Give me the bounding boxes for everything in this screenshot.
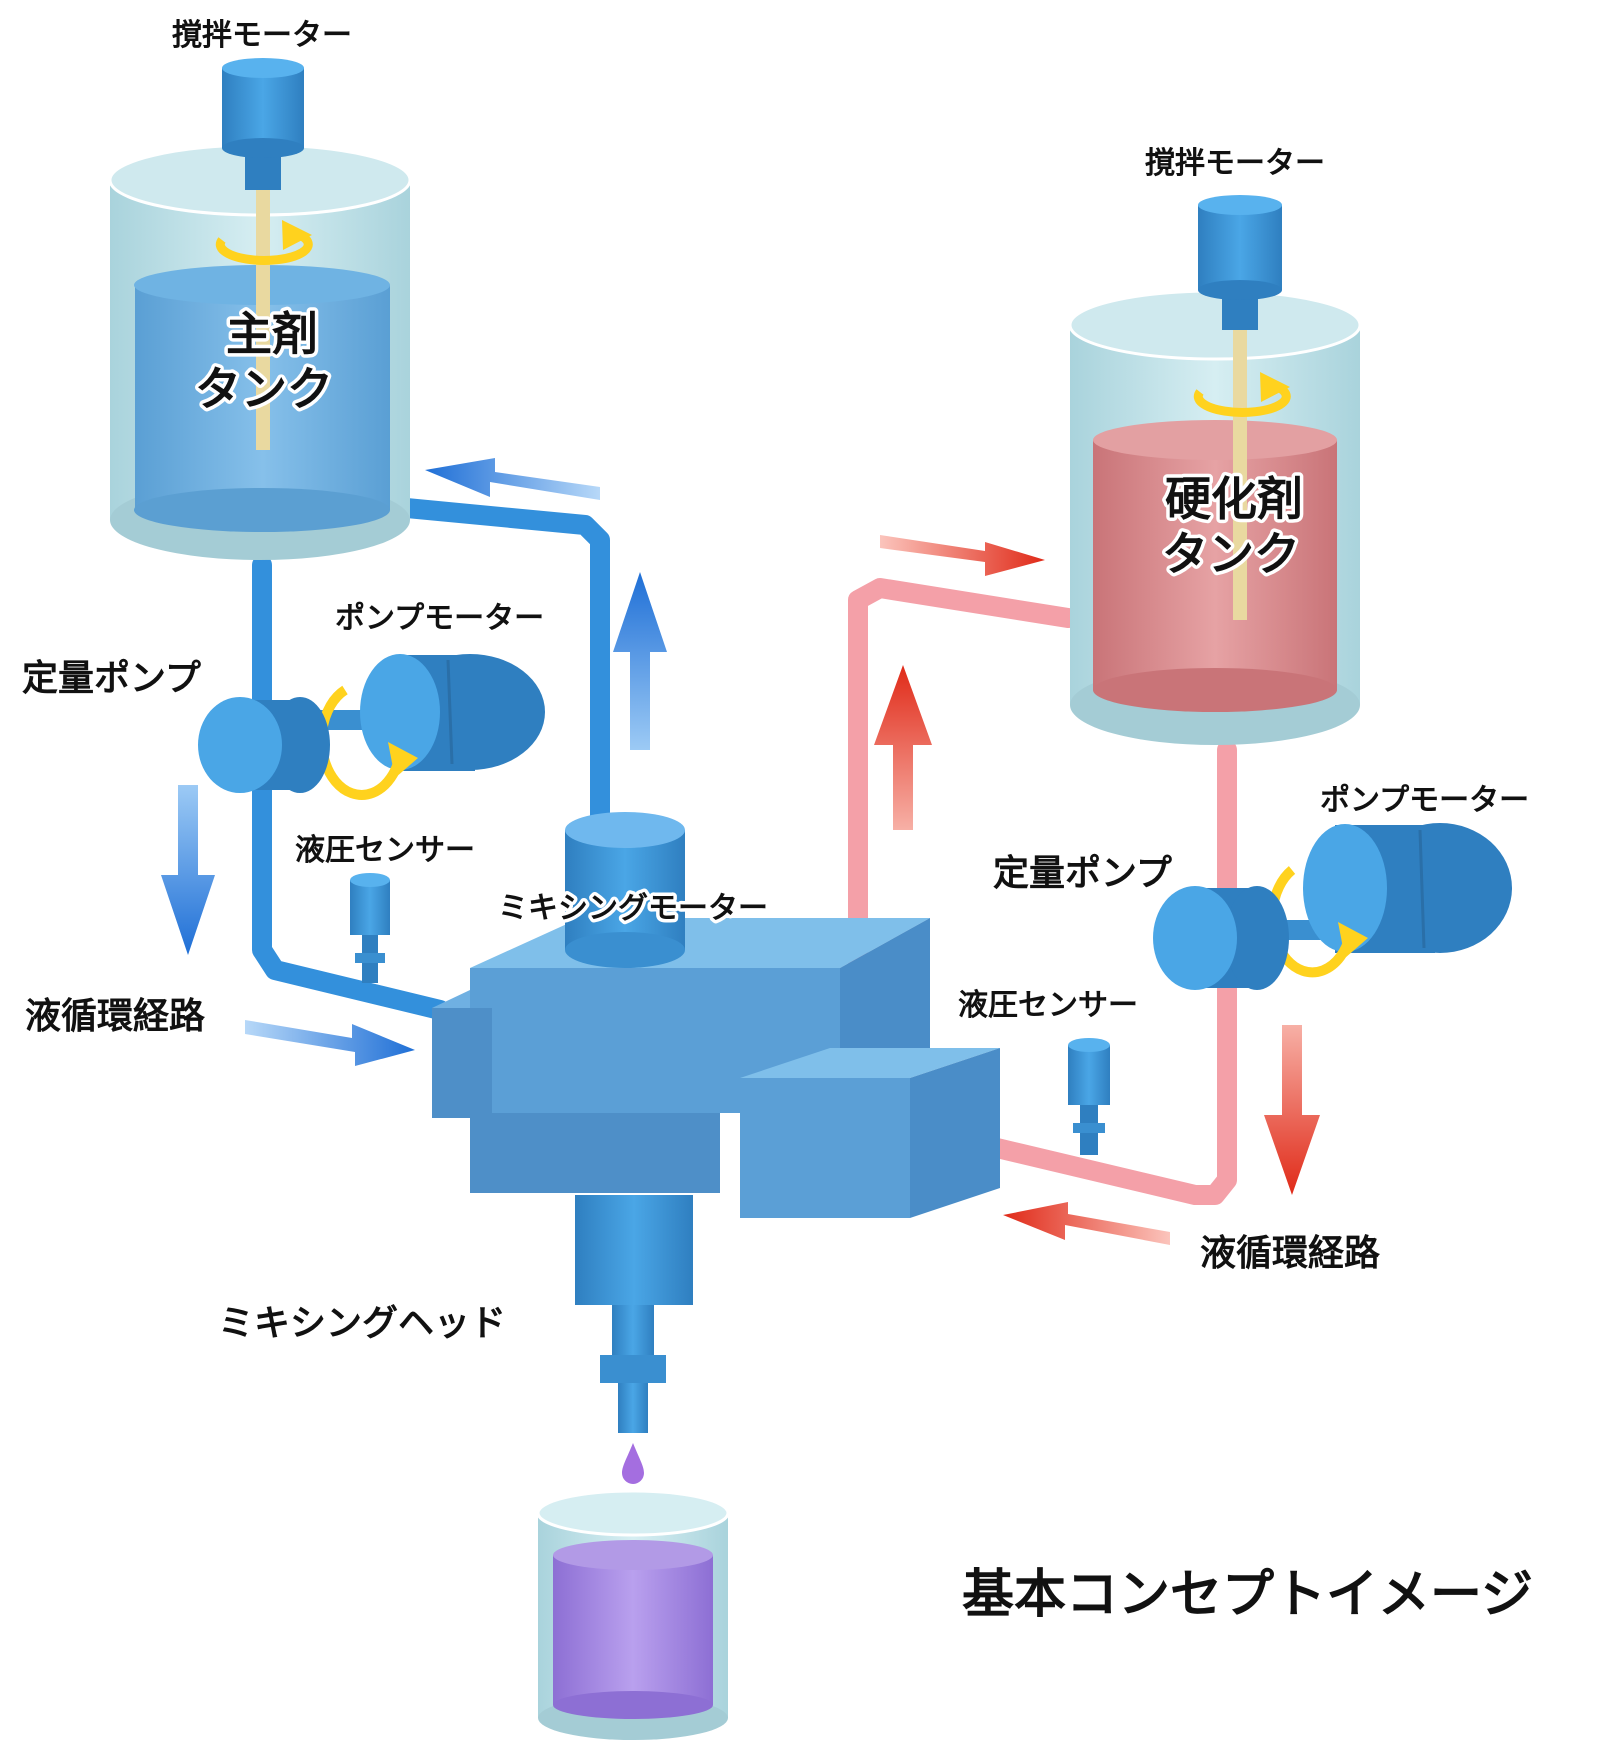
flow-arrow-up-icon	[874, 665, 932, 830]
pump-motor-right	[1250, 823, 1512, 953]
rotation-arrow-icon	[1193, 379, 1291, 417]
flow-arrow-right-icon	[245, 1020, 415, 1066]
hardener-stir-shaft	[1233, 290, 1247, 620]
label-hardener-tank-line2: タンク	[1162, 527, 1300, 581]
pump-rotation-arrow-icon	[316, 685, 405, 800]
label-main-tank-line1: 主剤	[226, 307, 318, 361]
label-pump-motor-right: ポンプモーター	[1320, 783, 1529, 818]
label-stir-motor-left: 撹拌モーター	[172, 18, 352, 53]
flow-arrow-down-icon	[161, 785, 215, 955]
label-hardener-tank-line1: 硬化剤	[1165, 472, 1303, 526]
label-mixing-head: ミキシングヘッド	[218, 1303, 506, 1344]
flow-arrow-down-icon	[1264, 1025, 1320, 1195]
flow-arrows-blue	[161, 458, 667, 1066]
concept-title: 基本コンセプトイメージ	[962, 1565, 1533, 1625]
mixing-block	[432, 918, 1000, 1218]
metering-pump-right	[1153, 886, 1289, 990]
hardener-tank-fluid	[1093, 440, 1337, 690]
label-mixing-motor: ミキシングモーター	[498, 891, 768, 926]
label-pump-motor-left: ポンプモーター	[335, 601, 544, 636]
flow-arrows-red	[874, 535, 1320, 1245]
label-main-tank-line2: タンク	[195, 362, 333, 416]
mixed-droplet-icon	[622, 1443, 644, 1484]
flow-arrow-right-icon	[880, 535, 1045, 576]
output-cup	[536, 1489, 730, 1740]
pump-rotation-arrow-head-icon	[1338, 922, 1368, 958]
label-metering-pump-right: 定量ポンプ	[993, 852, 1172, 894]
pressure-sensor-right	[1068, 1038, 1110, 1155]
label-stir-motor-right: 撹拌モーター	[1145, 146, 1325, 181]
pink-pipes	[848, 578, 1237, 1205]
mixed-fluid	[553, 1555, 713, 1705]
stir-motor-left	[222, 58, 304, 190]
main-tank	[108, 143, 412, 560]
rotation-arrow-head-icon	[1260, 372, 1290, 402]
pump-rotation-arrow-icon	[1267, 866, 1355, 978]
flow-arrow-up-icon	[613, 572, 667, 750]
rotation-arrow-icon	[215, 227, 313, 265]
label-circulation-left: 液循環経路	[25, 996, 206, 1037]
flow-arrow-left-icon	[425, 458, 600, 500]
mixing-motor	[565, 812, 685, 968]
mixing-head	[575, 1195, 693, 1433]
hardener-tank	[1068, 289, 1362, 745]
label-metering-pump-left: 定量ポンプ	[22, 657, 201, 699]
pressure-sensor-left	[350, 873, 390, 983]
flow-arrow-left-icon	[1003, 1202, 1170, 1245]
label-circulation-right: 液循環経路	[1200, 1233, 1381, 1274]
pump-motor-left	[290, 654, 545, 771]
rotation-arrow-head-icon	[282, 220, 312, 250]
stir-motor-right	[1198, 195, 1282, 330]
label-pressure-sensor-left: 液圧センサー	[295, 833, 475, 868]
pump-rotation-arrow-head-icon	[388, 742, 418, 778]
label-pressure-sensor-right: 液圧センサー	[958, 988, 1138, 1023]
pink-supply-pipe	[945, 740, 1237, 1205]
metering-pump-left	[198, 697, 330, 793]
pink-return-pipe	[848, 578, 1078, 1070]
main-stir-shaft	[256, 150, 270, 450]
